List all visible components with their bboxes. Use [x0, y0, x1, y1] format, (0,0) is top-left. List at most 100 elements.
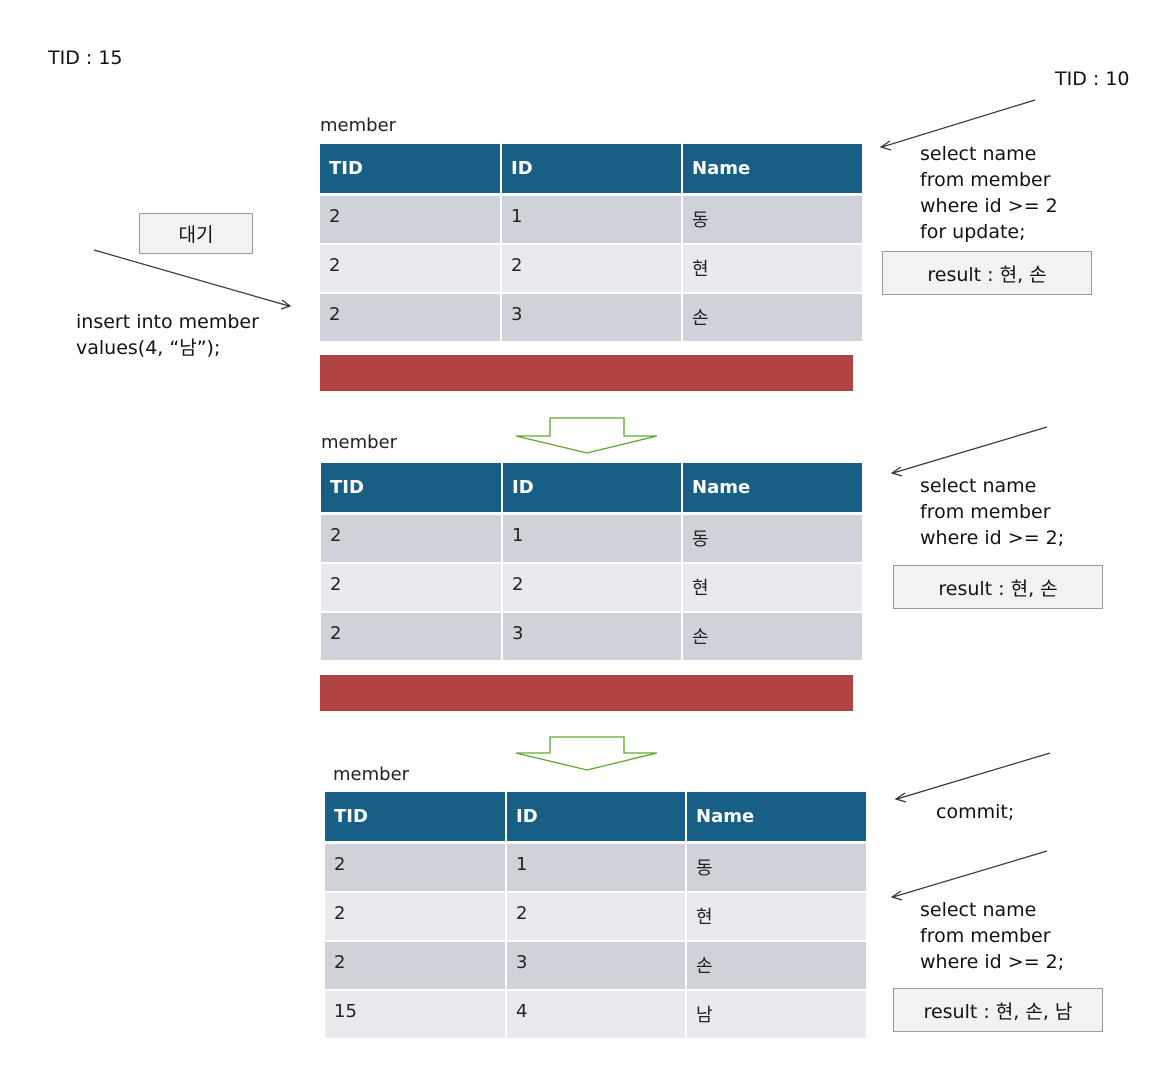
table-caption-3: member — [333, 764, 410, 785]
wait-box: 대기 — [139, 213, 253, 254]
result-box-1: result : 현, 손 — [882, 251, 1092, 295]
query-2-arrow-head — [890, 466, 903, 477]
cell-name: 남 — [686, 989, 866, 1040]
table-row: 2 1 동 — [325, 842, 866, 893]
flow-down-arrow-1 — [515, 417, 658, 454]
insert-statement: insert into member values(4, “남”); — [76, 309, 259, 361]
result-box-2: result : 현, 손 — [893, 565, 1103, 609]
wait-label: 대기 — [178, 224, 214, 246]
insert-line-1: insert into member — [76, 311, 259, 333]
cell-id: 3 — [501, 292, 683, 343]
cell-tid: 2 — [320, 292, 502, 343]
commit-arrow-line — [896, 752, 1051, 800]
cell-name: 손 — [686, 940, 866, 991]
query-3-line-2: from member — [920, 925, 1051, 947]
query-3: select name from member where id >= 2; — [920, 897, 1064, 975]
query-1-line-4: for update; — [920, 221, 1026, 243]
query-3-line-1: select name — [920, 899, 1037, 921]
table-row: 2 2 현 — [321, 562, 862, 613]
query-1-line-3: where id >= 2 — [920, 195, 1058, 217]
cell-id: 2 — [502, 562, 683, 613]
cell-name: 동 — [682, 513, 862, 564]
query-2-line-3: where id >= 2; — [920, 527, 1065, 549]
cell-tid: 2 — [325, 940, 507, 991]
result-2-text: result : 현, 손 — [938, 577, 1058, 600]
table-row: 2 2 현 — [320, 243, 862, 294]
cell-tid: 2 — [320, 243, 502, 294]
cell-id: 4 — [506, 989, 687, 1040]
cell-id: 1 — [506, 842, 687, 893]
query-2-line-2: from member — [920, 501, 1051, 523]
table-row: 2 2 현 — [325, 891, 866, 942]
col-header-name: Name — [682, 463, 862, 515]
cell-name: 현 — [682, 243, 862, 294]
query-3-arrow-line — [892, 850, 1048, 898]
cell-id: 2 — [506, 891, 687, 942]
query-3-arrow-head — [890, 890, 903, 901]
table-caption-2: member — [321, 432, 398, 453]
table-row: 2 3 손 — [320, 292, 862, 343]
cell-id: 1 — [501, 194, 683, 245]
query-3-line-3: where id >= 2; — [920, 951, 1065, 973]
table-header-row: TID ID Name — [321, 463, 862, 515]
query-2: select name from member where id >= 2; — [920, 473, 1064, 551]
member-table-3: TID ID Name 2 1 동 2 2 현 2 3 손 15 4 남 — [325, 792, 866, 1040]
cell-tid: 2 — [325, 891, 507, 942]
member-table-1: TID ID Name 2 1 동 2 2 현 2 3 손 — [320, 144, 862, 343]
result-3-text: result : 현, 손, 남 — [923, 1000, 1073, 1023]
col-header-name: Name — [682, 144, 862, 196]
cell-name: 동 — [682, 194, 862, 245]
cell-name: 손 — [682, 611, 862, 662]
col-header-id: ID — [502, 463, 683, 515]
insert-arrow-head — [280, 299, 292, 310]
query-1-line-1: select name — [920, 143, 1037, 165]
cell-tid: 2 — [320, 194, 502, 245]
insert-line-2: values(4, “남”); — [76, 337, 221, 359]
col-header-tid: TID — [321, 463, 503, 515]
col-header-tid: TID — [320, 144, 502, 196]
tid-15-label: TID : 15 — [48, 47, 123, 69]
query-1-line-2: from member — [920, 169, 1051, 191]
col-header-id: ID — [501, 144, 683, 196]
cell-tid: 2 — [321, 513, 503, 564]
cell-id: 3 — [502, 611, 683, 662]
cell-name: 현 — [682, 562, 862, 613]
query-1-arrow-head — [879, 140, 892, 151]
cell-tid: 15 — [325, 989, 507, 1040]
table-header-row: TID ID Name — [320, 144, 862, 196]
flow-down-arrow-2 — [515, 736, 658, 771]
col-header-id: ID — [506, 792, 687, 844]
table-row: 2 1 동 — [320, 194, 862, 245]
query-2-arrow-line — [892, 426, 1048, 474]
commit-statement: commit; — [936, 801, 1015, 823]
lock-bar-1 — [320, 355, 853, 391]
cell-name: 현 — [686, 891, 866, 942]
query-1: select name from member where id >= 2 for u… — [920, 141, 1058, 245]
cell-id: 2 — [501, 243, 683, 294]
table-row: 15 4 남 — [325, 989, 866, 1040]
table-caption-1: member — [320, 115, 397, 136]
lock-bar-2 — [320, 675, 853, 711]
query-2-line-1: select name — [920, 475, 1037, 497]
cell-id: 3 — [506, 940, 687, 991]
table-row: 2 1 동 — [321, 513, 862, 564]
cell-name: 손 — [682, 292, 862, 343]
cell-id: 1 — [502, 513, 683, 564]
table-row: 2 3 손 — [321, 611, 862, 662]
cell-tid: 2 — [321, 611, 503, 662]
cell-name: 동 — [686, 842, 866, 893]
col-header-tid: TID — [325, 792, 507, 844]
table-row: 2 3 손 — [325, 940, 866, 991]
result-box-3: result : 현, 손, 남 — [893, 988, 1103, 1032]
col-header-name: Name — [686, 792, 866, 844]
member-table-2: TID ID Name 2 1 동 2 2 현 2 3 손 — [321, 463, 862, 662]
tid-10-label: TID : 10 — [1055, 68, 1130, 90]
cell-tid: 2 — [325, 842, 507, 893]
cell-tid: 2 — [321, 562, 503, 613]
query-1-arrow-line — [881, 99, 1036, 148]
commit-arrow-head — [894, 792, 907, 803]
table-header-row: TID ID Name — [325, 792, 866, 844]
insert-arrow-line — [93, 249, 290, 307]
result-1-text: result : 현, 손 — [927, 263, 1047, 286]
